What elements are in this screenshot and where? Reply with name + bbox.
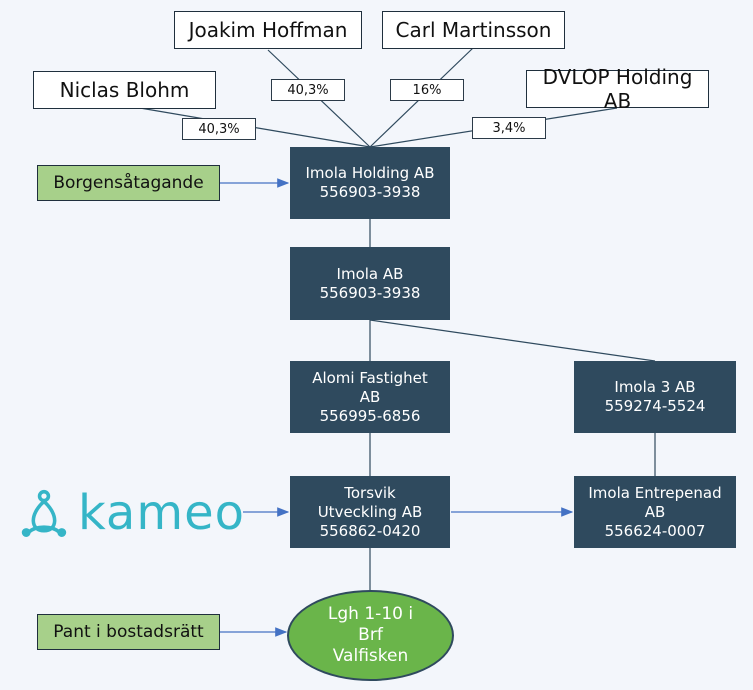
company-name: Imola AB [336, 264, 404, 283]
company-name-line2: AB [359, 387, 381, 406]
company-org-number: 556903-3938 [319, 283, 421, 302]
property-line3: Valfisken [332, 646, 409, 666]
company-name-line1: Imola Entrepenad [588, 483, 722, 502]
kameo-logo-icon [21, 489, 67, 537]
owner-box-dvlop: DVLOP Holding AB [526, 65, 709, 113]
company-imola-holding: Imola Holding AB 556903-3938 [290, 147, 450, 219]
owner-name: Carl Martinsson [395, 18, 552, 42]
link-imola-imola3 [369, 319, 656, 362]
company-name-line2: Utveckling AB [317, 502, 423, 521]
kameo-logo: kameo [20, 483, 245, 543]
share-label-dvlop: 3,4% [472, 117, 546, 139]
company-name-line1: Torsvik [344, 483, 396, 502]
share-label-niclas: 40,3% [182, 118, 256, 140]
share-label-carl: 16% [390, 79, 464, 101]
owner-box-carl: Carl Martinsson [382, 11, 565, 49]
owner-name: DVLOP Holding AB [542, 65, 693, 113]
owner-name: Joakim Hoffman [188, 18, 348, 42]
company-torsvik-utveckling: Torsvik Utveckling AB 556862-0420 [290, 476, 450, 548]
company-org-number: 556624-0007 [604, 521, 706, 540]
company-imola-ab: Imola AB 556903-3938 [290, 247, 450, 320]
company-org-number: 556995-6856 [319, 406, 421, 425]
company-alomi-fastighet: Alomi Fastighet AB 556995-6856 [290, 361, 450, 433]
property-line2: Brf [358, 625, 383, 645]
company-name-line1: Alomi Fastighet [312, 368, 428, 387]
owner-box-niclas: Niclas Blohm [33, 71, 216, 109]
company-imola-3: Imola 3 AB 559274-5524 [574, 361, 736, 433]
owner-box-joakim: Joakim Hoffman [174, 11, 362, 49]
property-line1: Lgh 1-10 i [327, 604, 414, 624]
company-name: Imola Holding AB [305, 164, 435, 182]
kameo-wordmark: kameo [77, 485, 245, 541]
property-ellipse: Lgh 1-10 i Brf Valfisken [287, 590, 454, 681]
guarantee-box: Borgensåtagande [37, 165, 220, 201]
company-org-number: 556862-0420 [319, 521, 421, 540]
company-org-number: 559274-5524 [604, 397, 706, 415]
share-label-joakim: 40,3% [271, 79, 345, 101]
company-imola-entrepenad: Imola Entrepenad AB 556624-0007 [574, 476, 736, 548]
company-name: Imola 3 AB [614, 378, 696, 396]
company-org-number: 556903-3938 [319, 183, 421, 201]
owner-name: Niclas Blohm [59, 78, 190, 102]
pledge-box: Pant i bostadsrätt [37, 614, 220, 650]
company-name-line2: AB [644, 502, 666, 521]
